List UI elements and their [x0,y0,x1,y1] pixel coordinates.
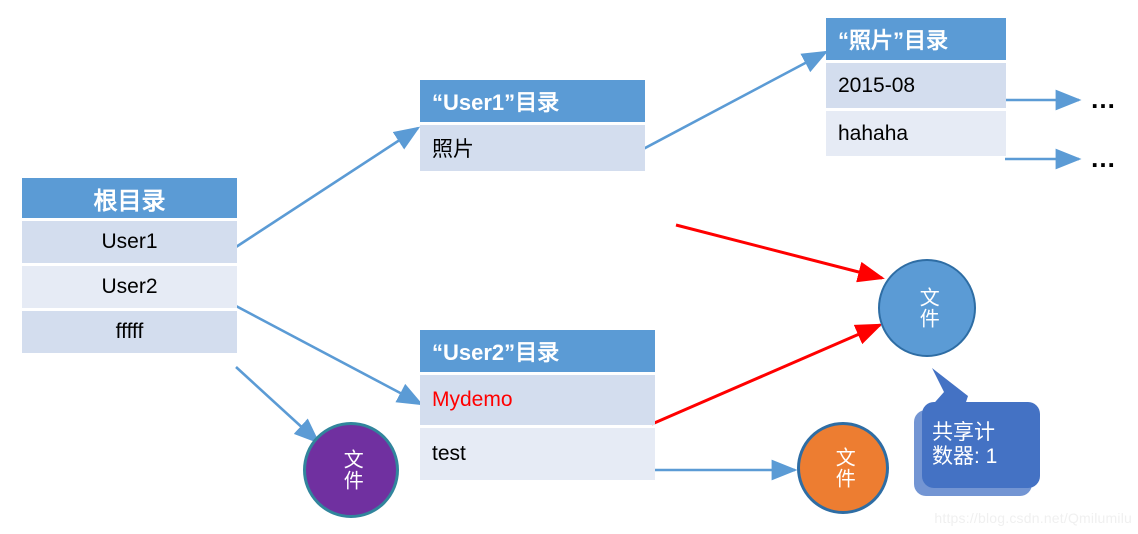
arrow-ref-top-to-shared-file [675,223,885,283]
photo-row-hahaha-ellipsis: … [1090,143,1116,173]
photo-row-2015-08[interactable]: 2015-08 [826,63,1006,108]
photo-row-hahaha[interactable]: hahaha [826,111,1006,156]
root-directory-table: 根目录 User1 User2 fffff [22,178,237,353]
root-row-user2[interactable]: User2 [22,266,237,308]
purple-file-circle[interactable]: 文件 [303,422,399,518]
user1-row-photos[interactable]: 照片 [420,125,645,171]
watermark: https://blog.csdn.net/Qmilumilu [934,510,1132,526]
orange-file-label: 文件 [832,447,855,489]
user1-directory-table: “User1”目录 照片 [420,80,645,171]
orange-file-circle[interactable]: 文件 [797,422,889,514]
user2-row-mydemo[interactable]: Mydemo [420,375,655,425]
purple-file-label: 文件 [340,449,363,491]
arrow-user1-to-user1dir [235,126,421,249]
photo-directory-header: “照片”目录 [826,18,1006,60]
shared-file-circle[interactable]: 文件 [878,259,976,357]
arrow-user2-to-user2dir [235,304,424,406]
callout-line-2: 数器: 1 [932,445,998,468]
arrow-fffff-to-purple-file [235,366,320,444]
photo-directory-table: “照片”目录 2015-08 hahaha [826,18,1006,156]
shared-file-label: 文件 [916,287,939,329]
user2-directory-header: “User2”目录 [420,330,655,372]
user2-row-test[interactable]: test [420,428,655,480]
arrow-mydemo-to-shared-file [651,323,883,426]
shared-counter-callout: 共享计 数器: 1 [910,368,1050,498]
callout-body: 共享计 数器: 1 [922,402,1040,488]
user1-directory-header: “User1”目录 [420,80,645,122]
root-directory-header: 根目录 [22,178,237,218]
photo-row-2015-08-ellipsis: … [1090,84,1116,114]
arrow-photo-to-photodir [629,50,829,158]
root-row-fffff[interactable]: fffff [22,311,237,353]
root-row-user1[interactable]: User1 [22,221,237,263]
user2-directory-table: “User2”目录 Mydemo test [420,330,655,480]
callout-line-1: 共享计 [932,421,995,445]
